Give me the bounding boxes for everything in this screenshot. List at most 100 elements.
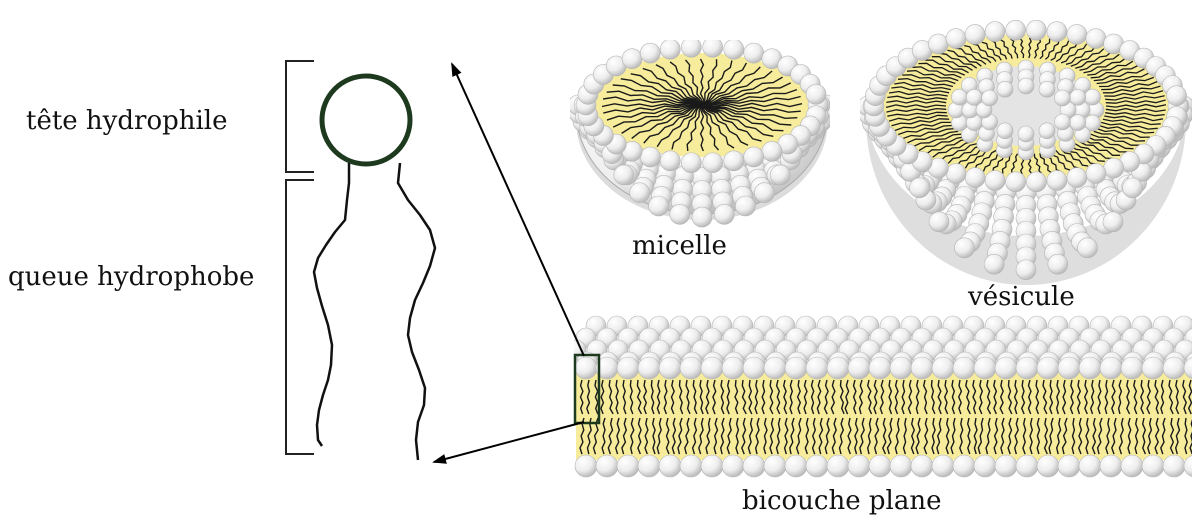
lipid-head-sphere <box>1054 114 1070 130</box>
lipid-head-sphere <box>946 163 966 183</box>
lipid-head-sphere <box>670 204 690 224</box>
arrow-to-head <box>452 64 584 356</box>
lipid-head-sphere <box>1058 455 1080 477</box>
lipid-head-sphere <box>869 455 891 477</box>
hydrophilic-head <box>322 76 410 164</box>
lipid-head-sphere <box>806 357 828 379</box>
lipid-head-sphere <box>660 39 680 59</box>
lipid-head-sphere <box>575 357 597 379</box>
tail-bracket <box>286 180 314 454</box>
lipid-head-sphere <box>1103 212 1123 232</box>
lipid-head-sphere <box>754 183 774 203</box>
lipid-head-sphere <box>1067 168 1087 188</box>
micelle-icon <box>568 37 836 227</box>
lipid-head-sphere <box>724 39 744 59</box>
lipid-head-sphere <box>1047 170 1067 190</box>
lipid-head-sphere <box>827 357 849 379</box>
lipid-head-sphere <box>1018 78 1034 94</box>
lipid-head-sphere <box>1078 238 1098 258</box>
lipid-head-sphere <box>890 357 912 379</box>
lipid-head-sphere <box>1006 172 1026 192</box>
lipid-head-sphere <box>1054 90 1070 106</box>
vesicle-icon <box>858 20 1192 285</box>
lipid-head-sphere <box>1167 86 1187 106</box>
lipid-head-sphere <box>984 254 1004 274</box>
lipid-head-sphere <box>680 455 702 477</box>
lipid-head-sphere <box>953 455 975 477</box>
tail-label: queue hydrophobe <box>8 264 254 290</box>
lipid-head-sphere <box>997 81 1013 97</box>
lipid-head-sphere <box>1039 123 1055 139</box>
hydrophobic-tail-right <box>398 163 435 460</box>
lipid-head-sphere <box>974 357 996 379</box>
lipid-head-sphere <box>965 168 985 188</box>
lipid-head-sphere <box>762 141 782 161</box>
lipid-head-sphere <box>911 455 933 477</box>
lipid-head-sphere <box>556 352 576 372</box>
lipid-head-sphere <box>1026 20 1046 40</box>
lipid-head-sphere <box>660 151 680 171</box>
lipid-head-sphere <box>1142 357 1164 379</box>
head-label: tête hydrophile <box>26 108 228 134</box>
lipid-head-sphere <box>1006 20 1026 40</box>
lipid-head-sphere <box>681 153 701 173</box>
lipid-head-sphere <box>995 357 1017 379</box>
lipid-head-sphere <box>1048 254 1068 274</box>
lipid-head-sphere <box>692 207 712 227</box>
lipid-head-sphere <box>946 29 966 49</box>
lipid-head-sphere <box>722 455 744 477</box>
lipid-head-sphere <box>1039 81 1055 97</box>
lipid-head-sphere <box>680 357 702 379</box>
lipid-head-sphere <box>1086 29 1106 49</box>
lipid-head-sphere <box>985 170 1005 190</box>
lipid-head-sphere <box>617 455 639 477</box>
lipid-head-sphere <box>743 357 765 379</box>
lipid-head-sphere <box>744 43 764 63</box>
lipid-head-sphere <box>890 455 912 477</box>
lipid-head-sphere <box>649 196 669 216</box>
lipid-head-sphere <box>724 151 744 171</box>
lipid-head-sphere <box>785 357 807 379</box>
lipid-head-sphere <box>743 455 765 477</box>
lipid-head-sphere <box>827 455 849 477</box>
lipid-head-sphere <box>953 357 975 379</box>
lipid-head-sphere <box>1100 357 1122 379</box>
lipid-head-sphere <box>596 455 618 477</box>
lipid-head-sphere <box>985 22 1005 42</box>
lipid-head-sphere <box>982 90 998 106</box>
lipid-head-sphere <box>806 84 826 104</box>
lipid-head-sphere <box>1037 357 1059 379</box>
lipid-head-sphere <box>1058 357 1080 379</box>
lipid-head-sphere <box>928 34 948 54</box>
lipid-head-sphere <box>1079 357 1101 379</box>
arrow-to-tail <box>434 422 584 462</box>
lipid-head-sphere <box>617 357 639 379</box>
lipid-head-sphere <box>1163 455 1185 477</box>
lipid-head-sphere <box>630 183 650 203</box>
vesicle-label: vésicule <box>968 284 1075 310</box>
lipid-head-sphere <box>1123 178 1143 198</box>
lipid-head-sphere <box>640 43 660 63</box>
lipid-head-sphere <box>785 455 807 477</box>
lipid-head-sphere <box>1037 455 1059 477</box>
lipid-head-sphere <box>735 196 755 216</box>
lipid-head-sphere <box>1026 172 1046 192</box>
lipid-head-sphere <box>764 357 786 379</box>
lipid-head-sphere <box>614 165 634 185</box>
bilayer-label: bicouche plane <box>742 488 941 514</box>
lipid-head-sphere <box>1142 455 1164 477</box>
lipid-head-sphere <box>848 455 870 477</box>
lipid-head-sphere <box>659 357 681 379</box>
lipid-head-sphere <box>1079 455 1101 477</box>
lipid-head-sphere <box>995 455 1017 477</box>
head-bracket <box>286 61 314 172</box>
lipid-head-sphere <box>974 455 996 477</box>
lipid-head-sphere <box>744 147 764 167</box>
lipid-head-sphere <box>714 204 734 224</box>
lipid-head-sphere <box>1018 126 1034 142</box>
lipid-head-sphere <box>1121 357 1143 379</box>
lipid-head-sphere <box>701 357 723 379</box>
lipid-head-sphere <box>911 357 933 379</box>
lipid-head-sphere <box>848 357 870 379</box>
lipid-head-sphere <box>1104 158 1124 178</box>
